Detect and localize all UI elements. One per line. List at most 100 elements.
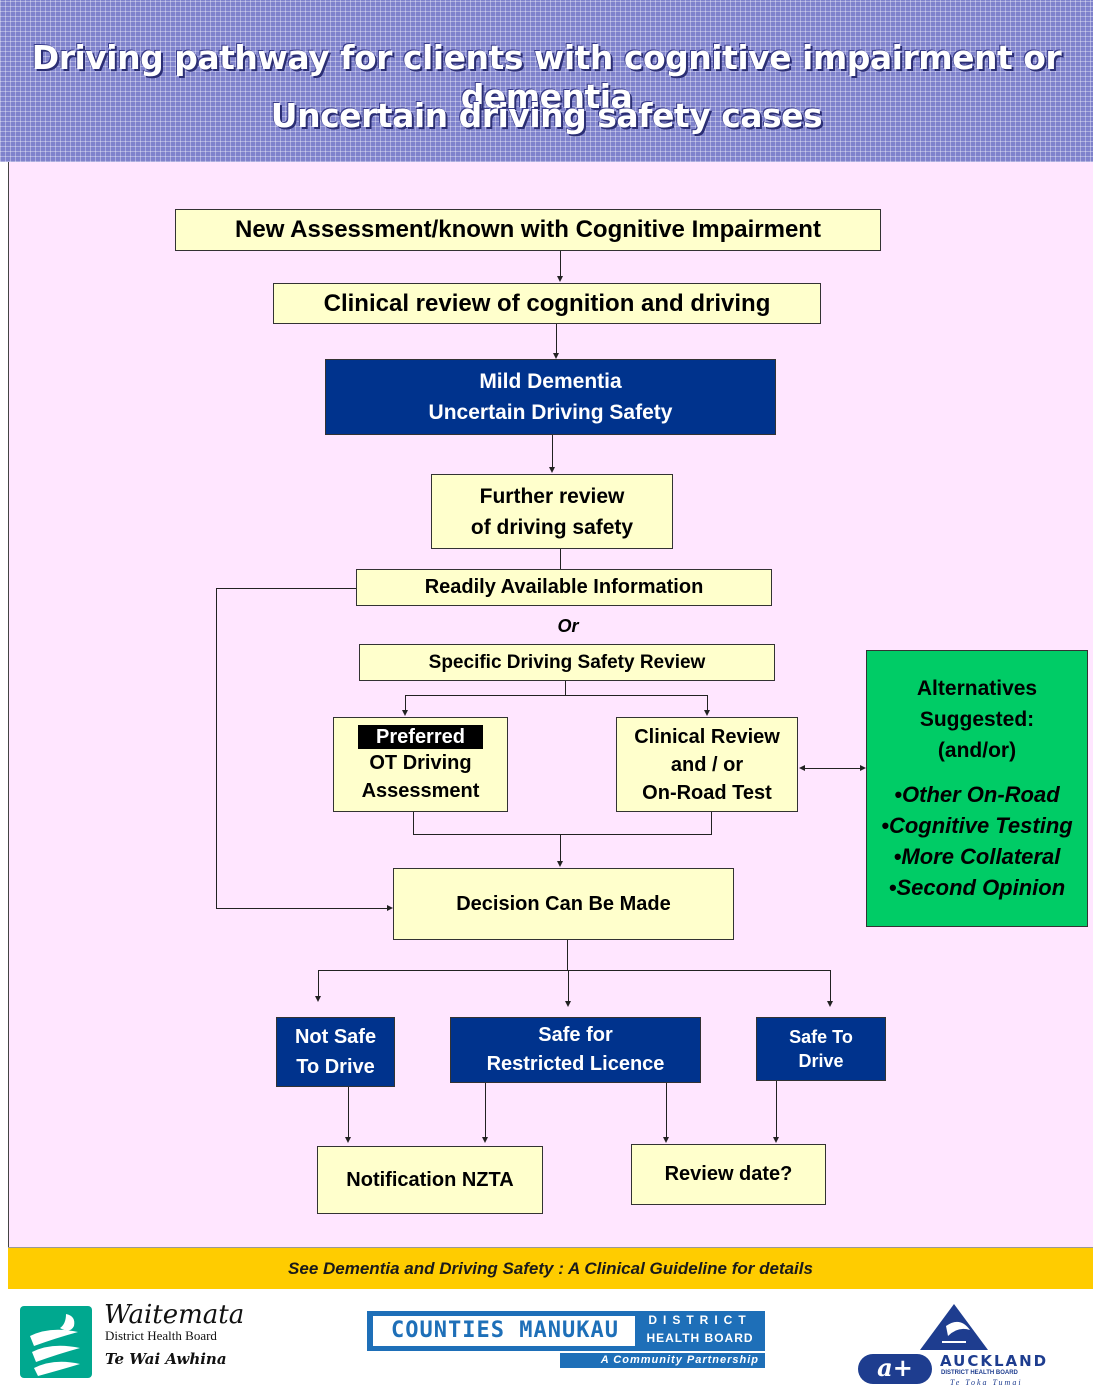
arrow-head — [387, 905, 393, 911]
further-review-line2: of driving safety — [470, 515, 634, 539]
guideline-bar: See Dementia and Driving Safety : A Clin… — [8, 1247, 1093, 1289]
clinical-road-line1: Clinical Review — [634, 725, 780, 748]
arrow-head — [553, 353, 559, 359]
alternatives-title1: Alternatives — [916, 677, 1038, 700]
ot-assessment-box: Preferred OT Driving Assessment — [333, 717, 508, 812]
arrow-head — [402, 710, 408, 716]
connector-line — [216, 908, 387, 909]
arrow-head — [704, 710, 710, 716]
readily-available-box: Readily Available Information — [356, 569, 772, 606]
page-title: Driving pathway for clients with cogniti… — [31, 38, 1062, 116]
preferred-tag: Preferred — [358, 725, 483, 749]
arrow-head — [549, 467, 555, 473]
further-review-box: Further review of driving safety — [431, 474, 673, 549]
waitemata-logo-icon — [20, 1306, 92, 1378]
new-assessment-box: New Assessment/known with Cognitive Impa… — [175, 209, 881, 251]
arrow-head — [557, 861, 563, 867]
safe-to-drive-box: Safe To Drive — [756, 1017, 886, 1081]
clinical-review-box: Clinical review of cognition and driving — [273, 283, 821, 324]
list-item: •Other On-Road — [894, 782, 1060, 807]
counties-district: DISTRICT — [648, 1313, 752, 1327]
arrow-head — [827, 1001, 833, 1007]
connector-line — [711, 812, 712, 834]
connector-line — [560, 834, 561, 862]
counties-logo: COUNTIES MANUKAU DISTRICT HEALTH BOARD — [367, 1311, 765, 1351]
connector-line — [348, 1087, 349, 1138]
specific-review-box: Specific Driving Safety Review — [359, 644, 775, 681]
clinical-review-label: Clinical review of cognition and driving — [323, 289, 771, 317]
new-assessment-label: New Assessment/known with Cognitive Impa… — [235, 216, 821, 243]
connector-line — [707, 695, 708, 711]
connector-line — [405, 695, 708, 696]
connector-line — [216, 588, 356, 589]
counties-name-panel — [373, 1316, 635, 1346]
decision-label: Decision Can Be Made — [456, 892, 671, 915]
connector-line — [666, 1083, 667, 1138]
connector-line — [216, 588, 217, 909]
list-item: •Second Opinion — [888, 875, 1066, 900]
mild-dementia-line2: Uncertain Driving Safety — [428, 401, 673, 424]
auckland-sub: DISTRICT HEALTH BOARD — [941, 1370, 1018, 1376]
ot-line1: OT Driving — [369, 752, 472, 774]
notification-box: Notification NZTA — [317, 1146, 543, 1214]
restricted-line2: Restricted Licence — [486, 1053, 665, 1075]
connector-line — [805, 768, 861, 769]
list-item: •More Collateral — [893, 844, 1061, 869]
connector-line — [565, 681, 566, 695]
arrow-head — [773, 1137, 779, 1143]
alternatives-title3: (and/or) — [937, 739, 1017, 762]
connector-line — [560, 251, 561, 276]
mild-dementia-line1: Mild Dementia — [479, 370, 622, 393]
alternatives-box: Alternatives Suggested: (and/or) •Other … — [866, 650, 1088, 927]
or-label: Or — [557, 616, 579, 636]
auckland-mark: a+ — [858, 1354, 932, 1384]
connector-line — [560, 549, 561, 569]
restricted-line1: Safe for — [538, 1024, 613, 1046]
connector-line — [485, 1083, 486, 1138]
connector-line — [318, 970, 831, 971]
arrow-head — [663, 1137, 669, 1143]
connector-line — [568, 970, 569, 1002]
auckland-mountain-icon — [918, 1302, 990, 1352]
notification-label: Notification NZTA — [346, 1168, 514, 1191]
review-date-box: Review date? — [631, 1144, 826, 1205]
waitemata-name: Waitemata — [104, 1300, 245, 1330]
arrow-head — [799, 765, 805, 771]
counties-health-board: HEALTH BOARD — [646, 1331, 754, 1345]
alternatives-list: •Other On-Road •Cognitive Testing •More … — [881, 779, 1072, 903]
arrow-head — [315, 996, 321, 1002]
connector-line — [552, 435, 553, 468]
clinical-road-line2: and / or — [670, 753, 744, 776]
safe-line1: Safe To — [789, 1027, 853, 1047]
alternatives-title2: Suggested: — [919, 708, 1035, 731]
counties-name: COUNTIES MANUKAU — [391, 1318, 619, 1343]
connector-line — [413, 834, 712, 835]
specific-review-label: Specific Driving Safety Review — [428, 651, 706, 673]
page-header: Driving pathway for clients with cogniti… — [0, 0, 1093, 162]
not-safe-line2: To Drive — [296, 1056, 375, 1078]
review-date-label: Review date? — [664, 1163, 793, 1185]
safe-line2: Drive — [798, 1051, 844, 1071]
clinical-road-test-box: Clinical Review and / or On-Road Test — [616, 717, 798, 812]
ot-line2: Assessment — [361, 780, 480, 802]
connector-line — [776, 1081, 777, 1138]
page-subtitle: Uncertain driving safety cases — [270, 96, 823, 135]
auckland-name: AUCKLAND — [940, 1352, 1049, 1370]
guideline-text: See Dementia and Driving Safety : A Clin… — [288, 1258, 813, 1278]
mild-dementia-box: Mild Dementia Uncertain Driving Safety — [325, 359, 776, 435]
waitemata-maori: Te Wai Awhina — [105, 1350, 227, 1368]
connector-line — [556, 324, 557, 354]
restricted-licence-box: Safe for Restricted Licence — [450, 1017, 701, 1083]
arrow-head — [557, 276, 563, 282]
arrow-head — [860, 765, 866, 771]
connector-line — [318, 970, 319, 997]
readily-available-label: Readily Available Information — [424, 576, 704, 598]
connector-line — [830, 970, 831, 1002]
arrow-head — [565, 1001, 571, 1007]
list-item: •Cognitive Testing — [881, 813, 1073, 838]
connector-line — [567, 940, 568, 970]
clinical-road-line3: On-Road Test — [642, 781, 772, 804]
arrow-head — [482, 1137, 488, 1143]
waitemata-sub: District Health Board — [105, 1328, 217, 1343]
auckland-maori: Te Toka Tumai — [950, 1378, 1023, 1387]
